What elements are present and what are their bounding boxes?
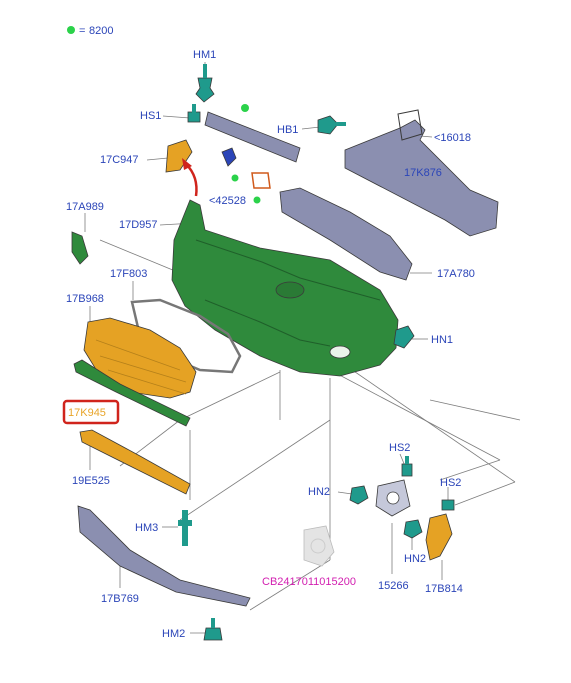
label-17k876: 17K876 [404,167,442,179]
bracket-17a989 [71,231,89,265]
label-hm3: HM3 [135,522,158,534]
red-arrow-icon [182,158,198,197]
legend: = 8200 [67,25,113,37]
leader-lines [84,62,521,634]
grille-17b968 [83,317,197,399]
highlight-box-17k945 [62,399,120,425]
hb1-bolt [317,115,346,135]
hm1-clip [195,64,215,103]
label-hm2: HM2 [162,628,185,640]
upper-cover-strip [204,104,301,163]
bracket-15266 [375,479,411,517]
strip-19e525 [79,429,191,495]
legend-code: 8200 [89,25,113,37]
label-hs2-top: HS2 [389,442,410,454]
fog-lamp-cb [303,525,335,567]
trim-strip-17k945 [73,359,191,427]
clip-42528 [221,147,271,204]
label-hm1: HM1 [193,49,216,61]
label-16018: <16018 [434,132,471,144]
label-17b814: 17B814 [425,583,463,595]
absorber-17a780 [279,187,413,281]
bracket-17b814 [425,513,453,561]
legend-dot-icon [67,26,75,34]
hn1-nut [393,325,415,349]
callout-labels: HM1 HS1 HB1 <16018 17C947 17K876 <42528 … [66,49,475,640]
hn2-nut-left [349,485,369,505]
legend-equals: = [79,25,85,37]
bracket-17c947 [165,139,193,173]
bumper-cover-17d957 [171,199,399,377]
label-hb1: HB1 [277,124,298,136]
hm3-fastener [178,510,192,546]
label-hn2-bottom: HN2 [404,553,426,565]
label-cb: CB2417011015200 [262,576,356,588]
label-hs2-right: HS2 [440,477,461,489]
label-42528: <42528 [209,195,246,207]
label-17b769: 17B769 [101,593,139,605]
bumper-beam-17k876 [344,109,499,237]
label-hn2-left: HN2 [308,486,330,498]
label-19e525: 19E525 [72,475,110,487]
label-17a989: 17A989 [66,201,104,213]
label-15266: 15266 [378,580,409,592]
label-hs1: HS1 [140,110,161,122]
lower-valance-17b769 [77,505,251,607]
hs1-screw [187,104,201,123]
hn2-nut-bottom [403,519,423,539]
label-17b968: 17B968 [66,293,104,305]
label-17f803: 17F803 [110,268,147,280]
label-17k945: 17K945 [68,407,106,419]
label-17c947: 17C947 [100,154,139,166]
label-hn1: HN1 [431,334,453,346]
label-17d957: 17D957 [119,219,158,231]
label-17a780: 17A780 [437,268,475,280]
hm2-clip [203,618,223,641]
hs2-screw-top [401,456,413,477]
hs2-screw-right [441,499,455,511]
